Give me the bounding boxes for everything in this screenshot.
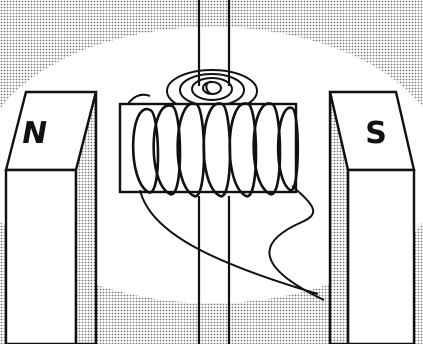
south-pole-magnet: S <box>330 92 414 344</box>
north-pole-magnet: N <box>6 92 96 344</box>
south-pole-label: S <box>365 116 387 151</box>
